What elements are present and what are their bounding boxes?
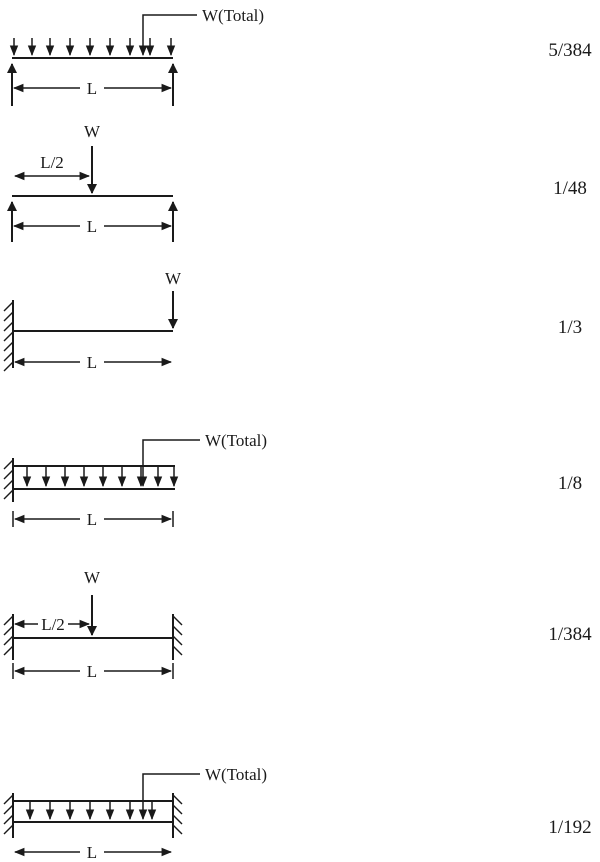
length-label: L xyxy=(87,843,97,862)
total-load-leader xyxy=(138,14,197,57)
length-label: L xyxy=(87,353,97,372)
case-simply-supported-udl: W(Total) L 5/384 xyxy=(6,6,592,106)
udl-arrows xyxy=(25,801,157,821)
total-load-label: W(Total) xyxy=(205,765,267,784)
deflection-coefficient: 5/384 xyxy=(548,40,592,61)
deflection-coefficient: 1/192 xyxy=(548,817,591,838)
wall-hatching xyxy=(3,301,14,372)
point-load-label: W xyxy=(165,269,182,288)
deflection-coefficient: 1/48 xyxy=(553,178,587,199)
wall-hatching xyxy=(3,459,14,500)
wall-hatching-right xyxy=(172,794,183,835)
total-load-label: W(Total) xyxy=(205,431,267,450)
length-label: L xyxy=(87,662,97,681)
wall-hatching-left xyxy=(3,794,14,835)
case-cantilever-udl: W(Total) L 1/8 xyxy=(3,431,582,529)
case-cantilever-end-point: W L 1/3 xyxy=(3,269,582,372)
wall-hatching-left xyxy=(3,615,14,656)
wall-hatching-right xyxy=(172,615,183,656)
deflection-coefficient: 1/3 xyxy=(558,317,582,338)
case-simply-supported-center-point: W L/2 L 1/48 xyxy=(6,122,587,242)
deflection-coefficient: 1/384 xyxy=(548,624,592,645)
deflection-coefficient: 1/8 xyxy=(558,473,582,494)
point-load-label: W xyxy=(84,568,101,587)
case-fixed-fixed-center-point: W L/2 L 1/384 xyxy=(3,568,592,681)
udl-arrows xyxy=(9,38,176,57)
total-load-leader xyxy=(138,439,200,488)
length-label: L xyxy=(87,217,97,236)
point-load-label: W xyxy=(84,122,101,141)
total-load-label: W(Total) xyxy=(202,6,264,25)
udl-arrows xyxy=(22,466,179,488)
case-fixed-fixed-udl: W(Total) L 1/192 xyxy=(3,765,592,862)
half-length-label: L/2 xyxy=(40,153,64,172)
length-label: L xyxy=(87,79,97,98)
length-label: L xyxy=(87,510,97,529)
half-length-label: L/2 xyxy=(41,615,65,634)
total-load-leader xyxy=(138,773,200,821)
